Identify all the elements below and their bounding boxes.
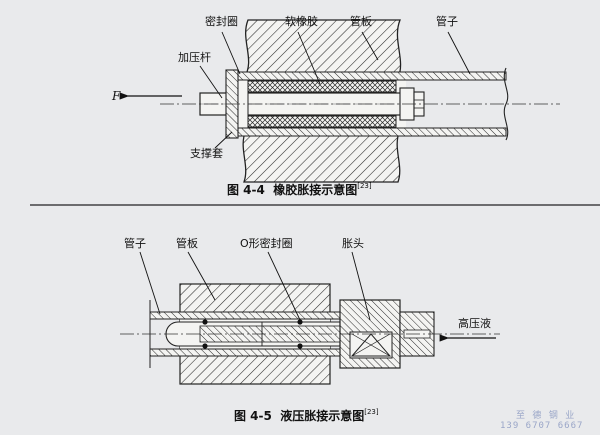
caption-number-2: 图 4-5 — [234, 409, 272, 423]
label-seal-ring: 密封圈 — [205, 15, 238, 28]
label-force: F — [112, 89, 121, 103]
label-tube-2: 管子 — [124, 237, 146, 250]
figure-4-4-drawing — [119, 19, 560, 183]
label-tube: 管子 — [436, 15, 458, 28]
caption-number: 图 4-4 — [227, 183, 265, 197]
tube-shape — [235, 71, 507, 81]
tube-shape-2 — [149, 311, 341, 320]
label-press-rod: 加压杆 — [178, 51, 211, 64]
caption-fig-4-5: 图 4-5 液压胀接示意图[23] — [234, 408, 379, 423]
label-tube-plate-2: 管板 — [176, 237, 198, 250]
caption-ref: [23] — [357, 182, 372, 190]
caption-title: 橡胶胀接示意图 — [273, 183, 358, 197]
label-o-ring: O形密封圈 — [240, 237, 293, 250]
caption-title-2: 液压胀接示意图 — [280, 409, 365, 423]
o-ring-right — [297, 319, 303, 325]
label-high-pressure-fluid: 高压液 — [458, 317, 491, 330]
label-expander-head: 胀头 — [342, 237, 364, 250]
watermark-line-1: 至 德 钢 业 — [516, 411, 576, 421]
label-tube-plate: 管板 — [350, 15, 372, 28]
rubber-sleeve-shape — [247, 80, 397, 93]
o-ring-left — [202, 319, 208, 325]
caption-ref-2: [23] — [364, 408, 379, 416]
label-rubber: 软橡胶 — [285, 15, 318, 28]
watermark-line-2: 139 6707 6667 — [500, 421, 584, 431]
figure-4-5-drawing — [120, 251, 500, 385]
label-support-sleeve: 支撑套 — [190, 147, 223, 160]
caption-fig-4-4: 图 4-4 橡胶胀接示意图[23] — [227, 182, 372, 197]
